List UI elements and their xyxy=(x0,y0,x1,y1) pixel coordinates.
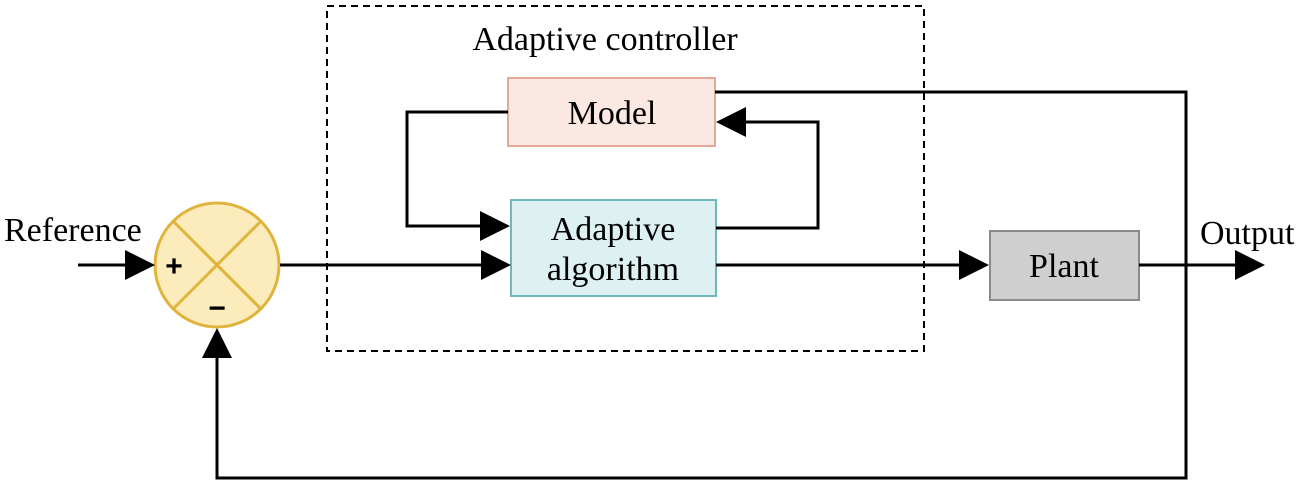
adaptive-to-model-arrow xyxy=(716,107,820,230)
minus-sign: − xyxy=(208,292,226,325)
model-to-adaptive-arrow xyxy=(405,110,510,241)
plant-block[interactable] xyxy=(989,230,1140,301)
model-label: Model xyxy=(568,95,657,132)
adaptive-algorithm-block[interactable] xyxy=(510,199,717,297)
adaptive-controller-container xyxy=(326,5,925,352)
output-label: Output xyxy=(1200,215,1295,252)
adaptive-algorithm-label-line1: Adaptive xyxy=(551,211,676,248)
summing-junction-cross-b xyxy=(171,219,263,311)
reference-label: Reference xyxy=(4,212,142,249)
plant-label: Plant xyxy=(1029,248,1099,285)
model-block[interactable] xyxy=(507,77,716,147)
adaptive-algorithm-label-line2: algorithm xyxy=(547,251,679,288)
adaptive-controller-label: Adaptive controller xyxy=(472,21,738,58)
plus-sign: + xyxy=(165,250,183,283)
model-output-line xyxy=(202,90,1188,480)
